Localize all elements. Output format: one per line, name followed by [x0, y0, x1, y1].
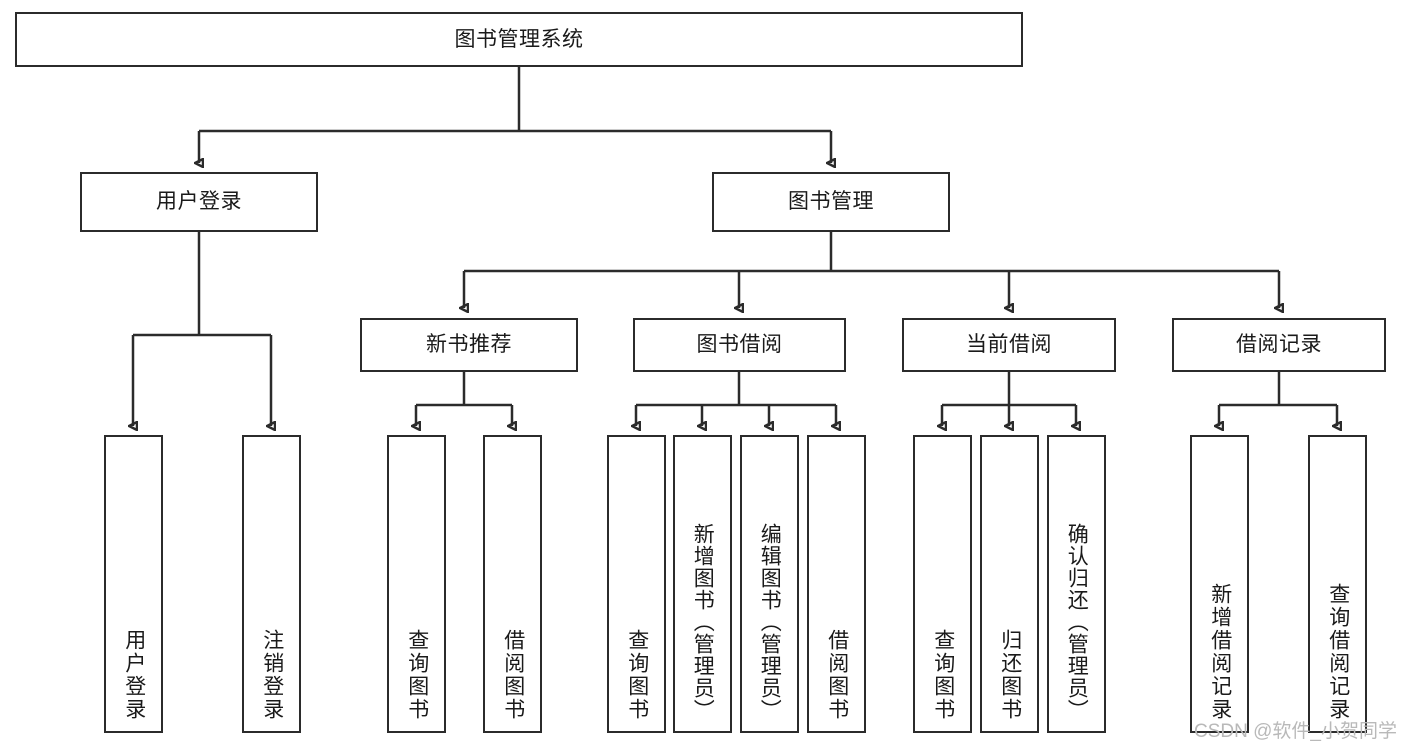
node-label: 当前借阅 [966, 333, 1052, 357]
node-label: 新书推荐 [426, 333, 512, 357]
leaf-label: 查询图书 [931, 629, 955, 721]
leaf-label: 查询图书 [625, 629, 649, 721]
leaf-label: 编辑图书（管理员） [758, 523, 782, 721]
leaf-label: 用户登录 [122, 629, 146, 721]
leaf-label: 新增借阅记录 [1208, 583, 1232, 721]
leaf-borrow-edit-book-admin[interactable]: 编辑图书（管理员） [740, 435, 799, 733]
leaf-recommend-query-book[interactable]: 查询图书 [387, 435, 446, 733]
leaf-label: 确认归还（管理员） [1065, 523, 1089, 721]
node-user-login[interactable]: 用户登录 [80, 172, 318, 232]
leaf-user-login-login[interactable]: 用户登录 [104, 435, 163, 733]
leaf-borrow-borrow-book[interactable]: 借阅图书 [807, 435, 866, 733]
leaf-label: 新增图书（管理员） [691, 523, 715, 721]
node-new-book-recommend[interactable]: 新书推荐 [360, 318, 578, 372]
node-label: 用户登录 [156, 190, 242, 214]
node-book-borrow[interactable]: 图书借阅 [633, 318, 846, 372]
leaf-current-confirm-return-admin[interactable]: 确认归还（管理员） [1047, 435, 1106, 733]
node-label: 图书管理 [788, 190, 874, 214]
node-root-system[interactable]: 图书管理系统 [15, 12, 1023, 67]
leaf-record-add-record[interactable]: 新增借阅记录 [1190, 435, 1249, 733]
leaf-current-return-book[interactable]: 归还图书 [980, 435, 1039, 733]
node-book-management[interactable]: 图书管理 [712, 172, 950, 232]
leaf-recommend-borrow-book[interactable]: 借阅图书 [483, 435, 542, 733]
leaf-label: 注销登录 [260, 629, 284, 721]
leaf-borrow-query-book[interactable]: 查询图书 [607, 435, 666, 733]
leaf-label: 归还图书 [998, 629, 1022, 721]
node-label: 图书借阅 [696, 333, 783, 357]
leaf-label: 借阅图书 [825, 629, 849, 721]
leaf-current-query-book[interactable]: 查询图书 [913, 435, 972, 733]
leaf-label: 查询图书 [405, 629, 429, 721]
leaf-label: 借阅图书 [501, 629, 525, 721]
node-current-borrow[interactable]: 当前借阅 [902, 318, 1116, 372]
leaf-label: 查询借阅记录 [1326, 583, 1350, 721]
node-label: 图书管理系统 [454, 27, 584, 51]
leaf-borrow-add-book-admin[interactable]: 新增图书（管理员） [673, 435, 732, 733]
node-label: 借阅记录 [1236, 333, 1322, 357]
node-borrow-record[interactable]: 借阅记录 [1172, 318, 1386, 372]
leaf-user-login-logout[interactable]: 注销登录 [242, 435, 301, 733]
leaf-record-query-record[interactable]: 查询借阅记录 [1308, 435, 1367, 733]
